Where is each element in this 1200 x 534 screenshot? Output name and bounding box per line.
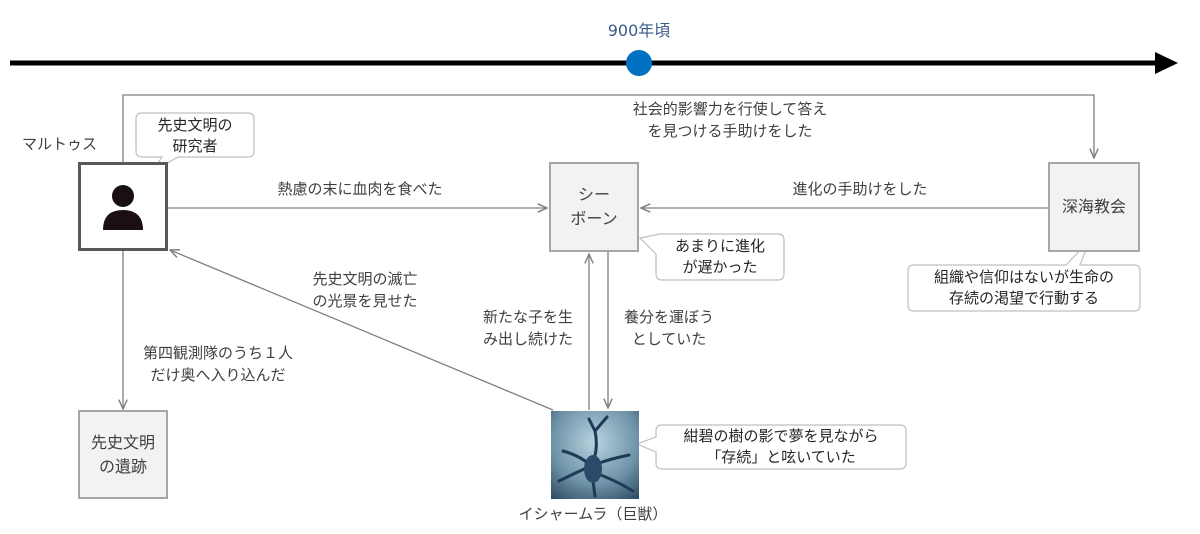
ruins-label-line2: の遺跡 [91,455,155,479]
edge-label-seabone-ishamura-line1: 養分を運ぼう [614,306,724,328]
edge-label-ishamura-maltus: 先史文明の滅亡 の光景を見せた [290,268,440,312]
callout-seabone: あまりに進化 が遅かった [656,236,784,278]
ishamura-image[interactable] [551,411,639,499]
edge-label-maltus-church-line1: 社会的影響力を行使して答え [560,98,900,120]
callout-ishamura-line2: 「存続」と呟いていた [656,447,906,468]
ruins-label-line1: 先史文明 [91,431,155,455]
callout-maltus: 先史文明の 研究者 [136,115,254,157]
seabone-label-line1: シー [570,183,617,207]
edge-label-church-seabone: 進化の手助けをした [760,178,960,200]
maltus-name: マルトゥス [22,133,97,155]
edge-label-ishamura-seabone-line1: 新たな子を生 [472,306,584,328]
callout-church: 組織や信仰はないが生命の 存続の渇望で行動する [908,267,1140,309]
callout-ishamura-line1: 紺碧の樹の影で夢を見ながら [656,426,906,447]
edge-label-seabone-ishamura: 養分を運ぼう としていた [614,306,724,350]
callout-church-line2: 存続の渇望で行動する [908,288,1140,309]
edge-label-ishamura-maltus-line1: 先史文明の滅亡 [290,268,440,290]
edge-label-ishamura-maltus-line2: の光景を見せた [290,290,440,312]
callout-seabone-line2: が遅かった [656,257,784,278]
timeline-era-label: 900年頃 [598,20,680,42]
callout-maltus-line2: 研究者 [136,136,254,157]
edge-label-maltus-ruins: 第四観測隊のうち１人 だけ奥へ入り込んだ [128,342,308,386]
callout-seabone-line1: あまりに進化 [656,236,784,257]
person-icon [101,182,145,232]
edge-label-maltus-seabone: 熱慮の末に血肉を食べた [240,178,480,200]
timeline-marker [626,50,652,76]
edge-label-maltus-ruins-line2: だけ奥へ入り込んだ [128,364,308,386]
edge-label-ishamura-seabone-line2: み出し続けた [472,328,584,350]
ishamura-name: イシャームラ（巨獣） [498,503,688,525]
creature-image [551,411,639,499]
ruins-node[interactable]: 先史文明の遺跡 [78,410,168,499]
church-node[interactable]: 深海教会 [1048,162,1140,252]
callout-ishamura: 紺碧の樹の影で夢を見ながら 「存続」と呟いていた [656,426,906,468]
callout-maltus-line1: 先史文明の [136,115,254,136]
seabone-label-line2: ボーン [570,207,617,231]
edge-label-ishamura-seabone: 新たな子を生 み出し続けた [472,306,584,350]
callout-church-line1: 組織や信仰はないが生命の [908,267,1140,288]
edge-label-maltus-church-line2: を見つける手助けをした [560,120,900,142]
edge-label-maltus-church: 社会的影響力を行使して答え を見つける手助けをした [560,98,900,142]
edge-label-seabone-ishamura-line2: としていた [614,328,724,350]
maltus-node[interactable] [78,162,168,251]
timeline-arrowhead [1155,52,1178,74]
edge-label-maltus-ruins-line1: 第四観測隊のうち１人 [128,342,308,364]
seabone-node[interactable]: シーボーン [549,162,639,252]
church-label: 深海教会 [1062,195,1126,219]
